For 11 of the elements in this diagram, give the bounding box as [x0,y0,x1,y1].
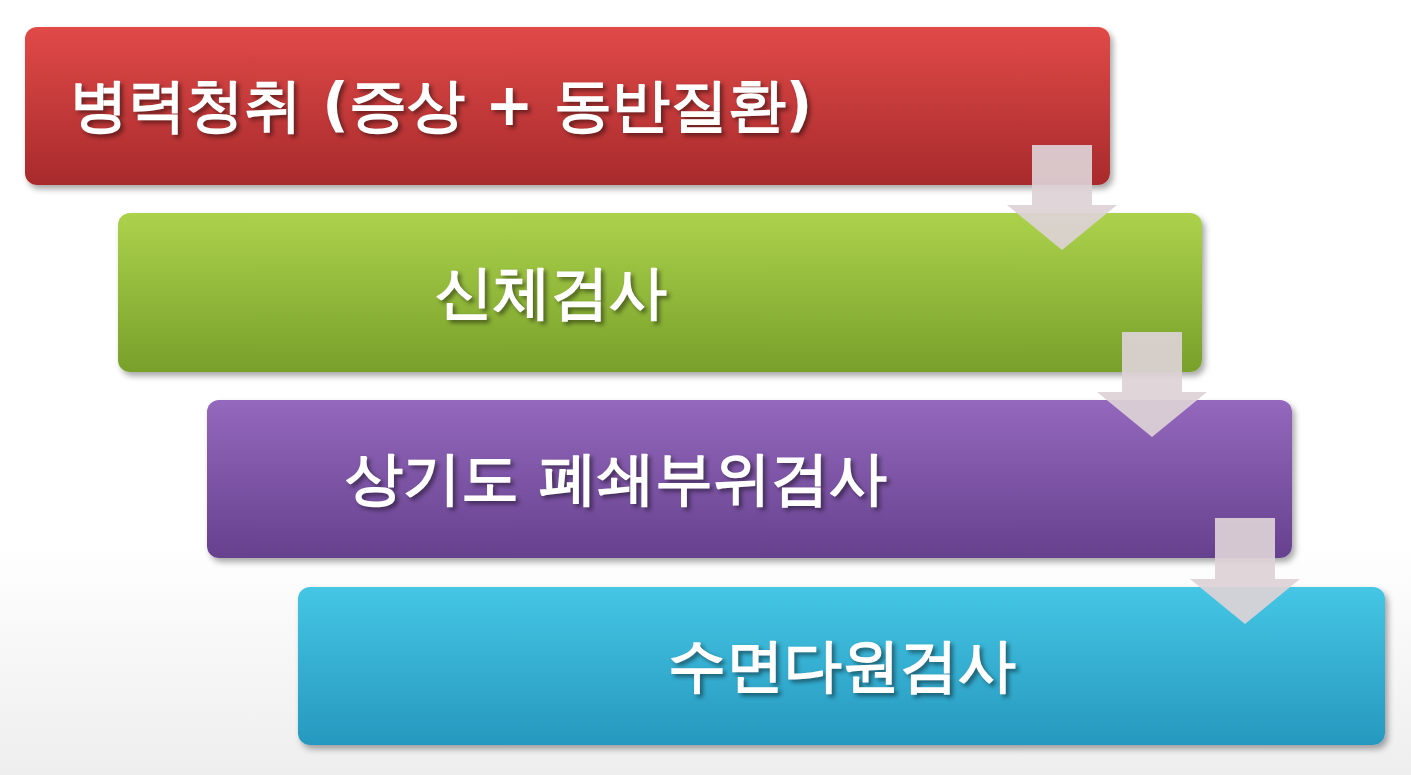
process-box [298,587,1385,745]
process-box [207,400,1292,558]
step-text: 병력청취 (증상 + 동반질환) [70,70,813,141]
process-box [25,27,1110,185]
down-arrow [1190,518,1300,624]
step-text: 상기도 폐쇄부위검사 [345,443,888,514]
process-box [118,213,1202,372]
down-arrow [1007,145,1117,250]
down-arrow [1097,332,1207,437]
step-text: 수면다원검사 [667,630,1016,701]
step-text: 신체검사 [435,256,667,328]
